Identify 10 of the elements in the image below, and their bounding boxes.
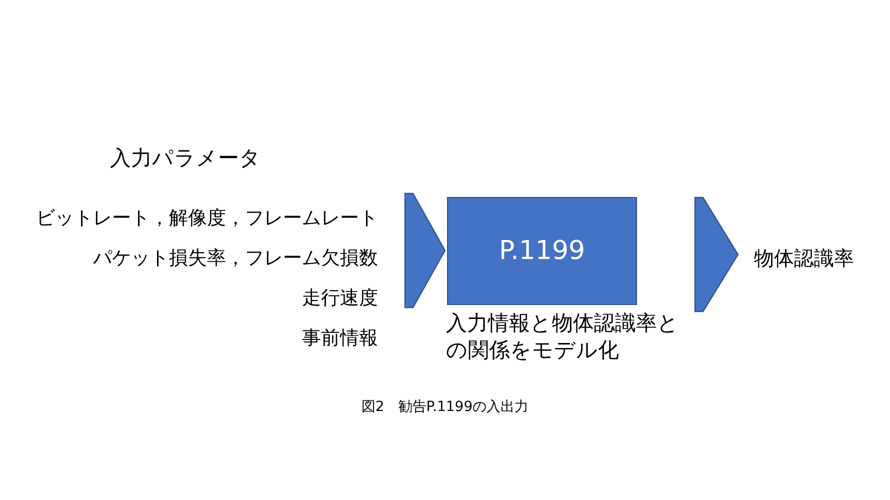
heading-text: 入力パラメータ [110,145,261,171]
note-text: 入力情報と物体認識率との関係をモデル化 [446,310,680,364]
parameter-text: ビットレート，解像度，フレームレート [36,206,378,231]
parameter-text: 事前情報 [302,326,378,351]
parameter-text: パケット損失率，フレーム欠損数 [93,246,378,271]
parameter-text: 走行速度 [302,286,378,311]
block-arrow [404,192,446,308]
output-text: 物体認識率 [754,245,854,271]
block-arrow [694,196,739,312]
caption: 図2 勧告P.1199の入出力 [360,398,530,416]
